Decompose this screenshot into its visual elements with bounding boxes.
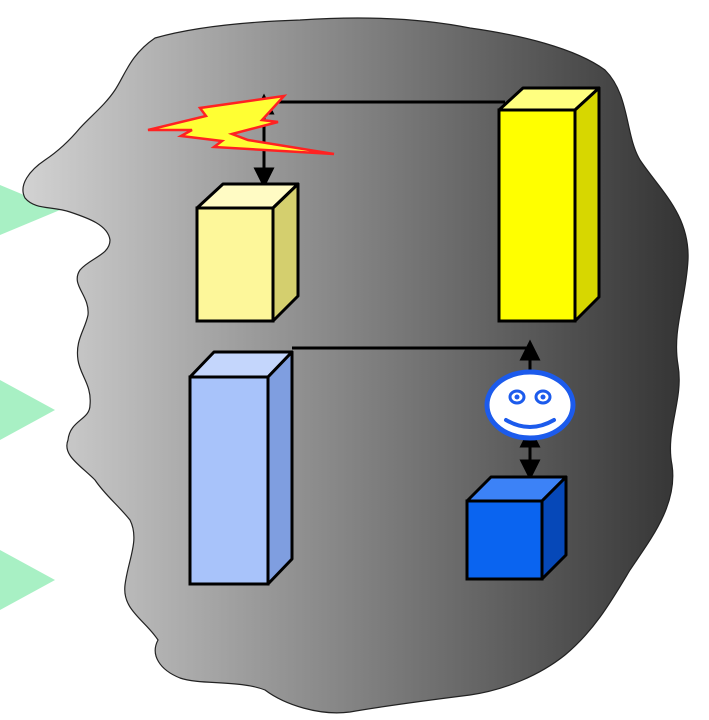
tall-yellow-box-front <box>497 108 577 323</box>
triangle-pointer-icon-bottom <box>0 550 55 610</box>
smiley-face-icon <box>484 369 576 441</box>
tall-yellow-box <box>497 86 601 323</box>
lightning-bolt-icon <box>147 94 335 156</box>
blue-box <box>465 475 568 581</box>
smiley-right-pupil <box>540 394 546 400</box>
pale-yellow-box <box>195 182 300 323</box>
pale-yellow-box-side <box>271 182 300 323</box>
blue-box-front <box>465 499 544 581</box>
smiley-left-pupil <box>514 394 520 400</box>
tall-light-blue-box <box>188 350 294 586</box>
triangle-pointer-icon-top <box>0 185 60 235</box>
tall-yellow-box-side <box>573 86 601 323</box>
tall-light-blue-box-front <box>188 375 270 586</box>
triangle-pointer-icon-middle <box>0 380 55 440</box>
tall-light-blue-box-side <box>266 350 294 586</box>
pale-yellow-box-front <box>195 206 275 323</box>
smiley-mouth <box>504 418 556 429</box>
